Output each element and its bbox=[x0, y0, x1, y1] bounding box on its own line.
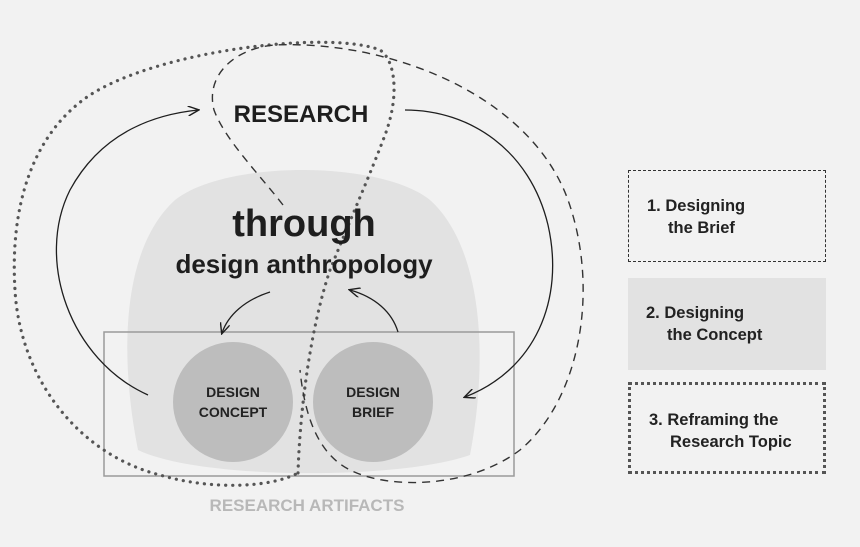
reframing-loop-dotted bbox=[12, 40, 396, 487]
legend-line1: Designing bbox=[665, 197, 746, 215]
legend-reframing-research-topic: 3. Reframing the Research Topic bbox=[628, 382, 826, 474]
design-concept-circle bbox=[173, 342, 293, 462]
design-brief-label-line2: BRIEF bbox=[352, 404, 394, 420]
research-label: RESEARCH bbox=[234, 101, 369, 128]
legend-designing-brief: 1. Designing the Brief bbox=[628, 170, 826, 262]
arrow-research-to-brief bbox=[404, 109, 554, 397]
legend-line2: the Concept bbox=[667, 326, 763, 344]
legend-line2: Research Topic bbox=[670, 433, 792, 451]
design-brief-circle bbox=[313, 342, 433, 462]
legend-line1: Designing bbox=[664, 304, 745, 322]
arrow-brief-to-anthropology bbox=[350, 290, 399, 333]
research-artifacts-label: RESEARCH ARTIFACTS bbox=[210, 496, 405, 515]
legend-designing-concept: 2. Designing the Concept bbox=[628, 278, 826, 370]
design-concept-label-line1: DESIGN bbox=[206, 384, 260, 400]
legend-number: 3. bbox=[649, 411, 663, 429]
arrow-anthropology-to-concept bbox=[222, 291, 271, 333]
through-title: through bbox=[232, 203, 376, 245]
design-anthropology-subtitle: design anthropology bbox=[175, 249, 433, 279]
design-concept-label-line2: CONCEPT bbox=[199, 404, 268, 420]
legend-number: 1. bbox=[647, 197, 661, 215]
legend-line2: the Brief bbox=[668, 219, 735, 237]
arrow-concept-to-research bbox=[55, 110, 198, 396]
design-brief-label-line1: DESIGN bbox=[346, 384, 400, 400]
research-artifacts-frame bbox=[103, 331, 515, 477]
legend-line1: Reframing the bbox=[667, 411, 779, 429]
legend-number: 2. bbox=[646, 304, 660, 322]
